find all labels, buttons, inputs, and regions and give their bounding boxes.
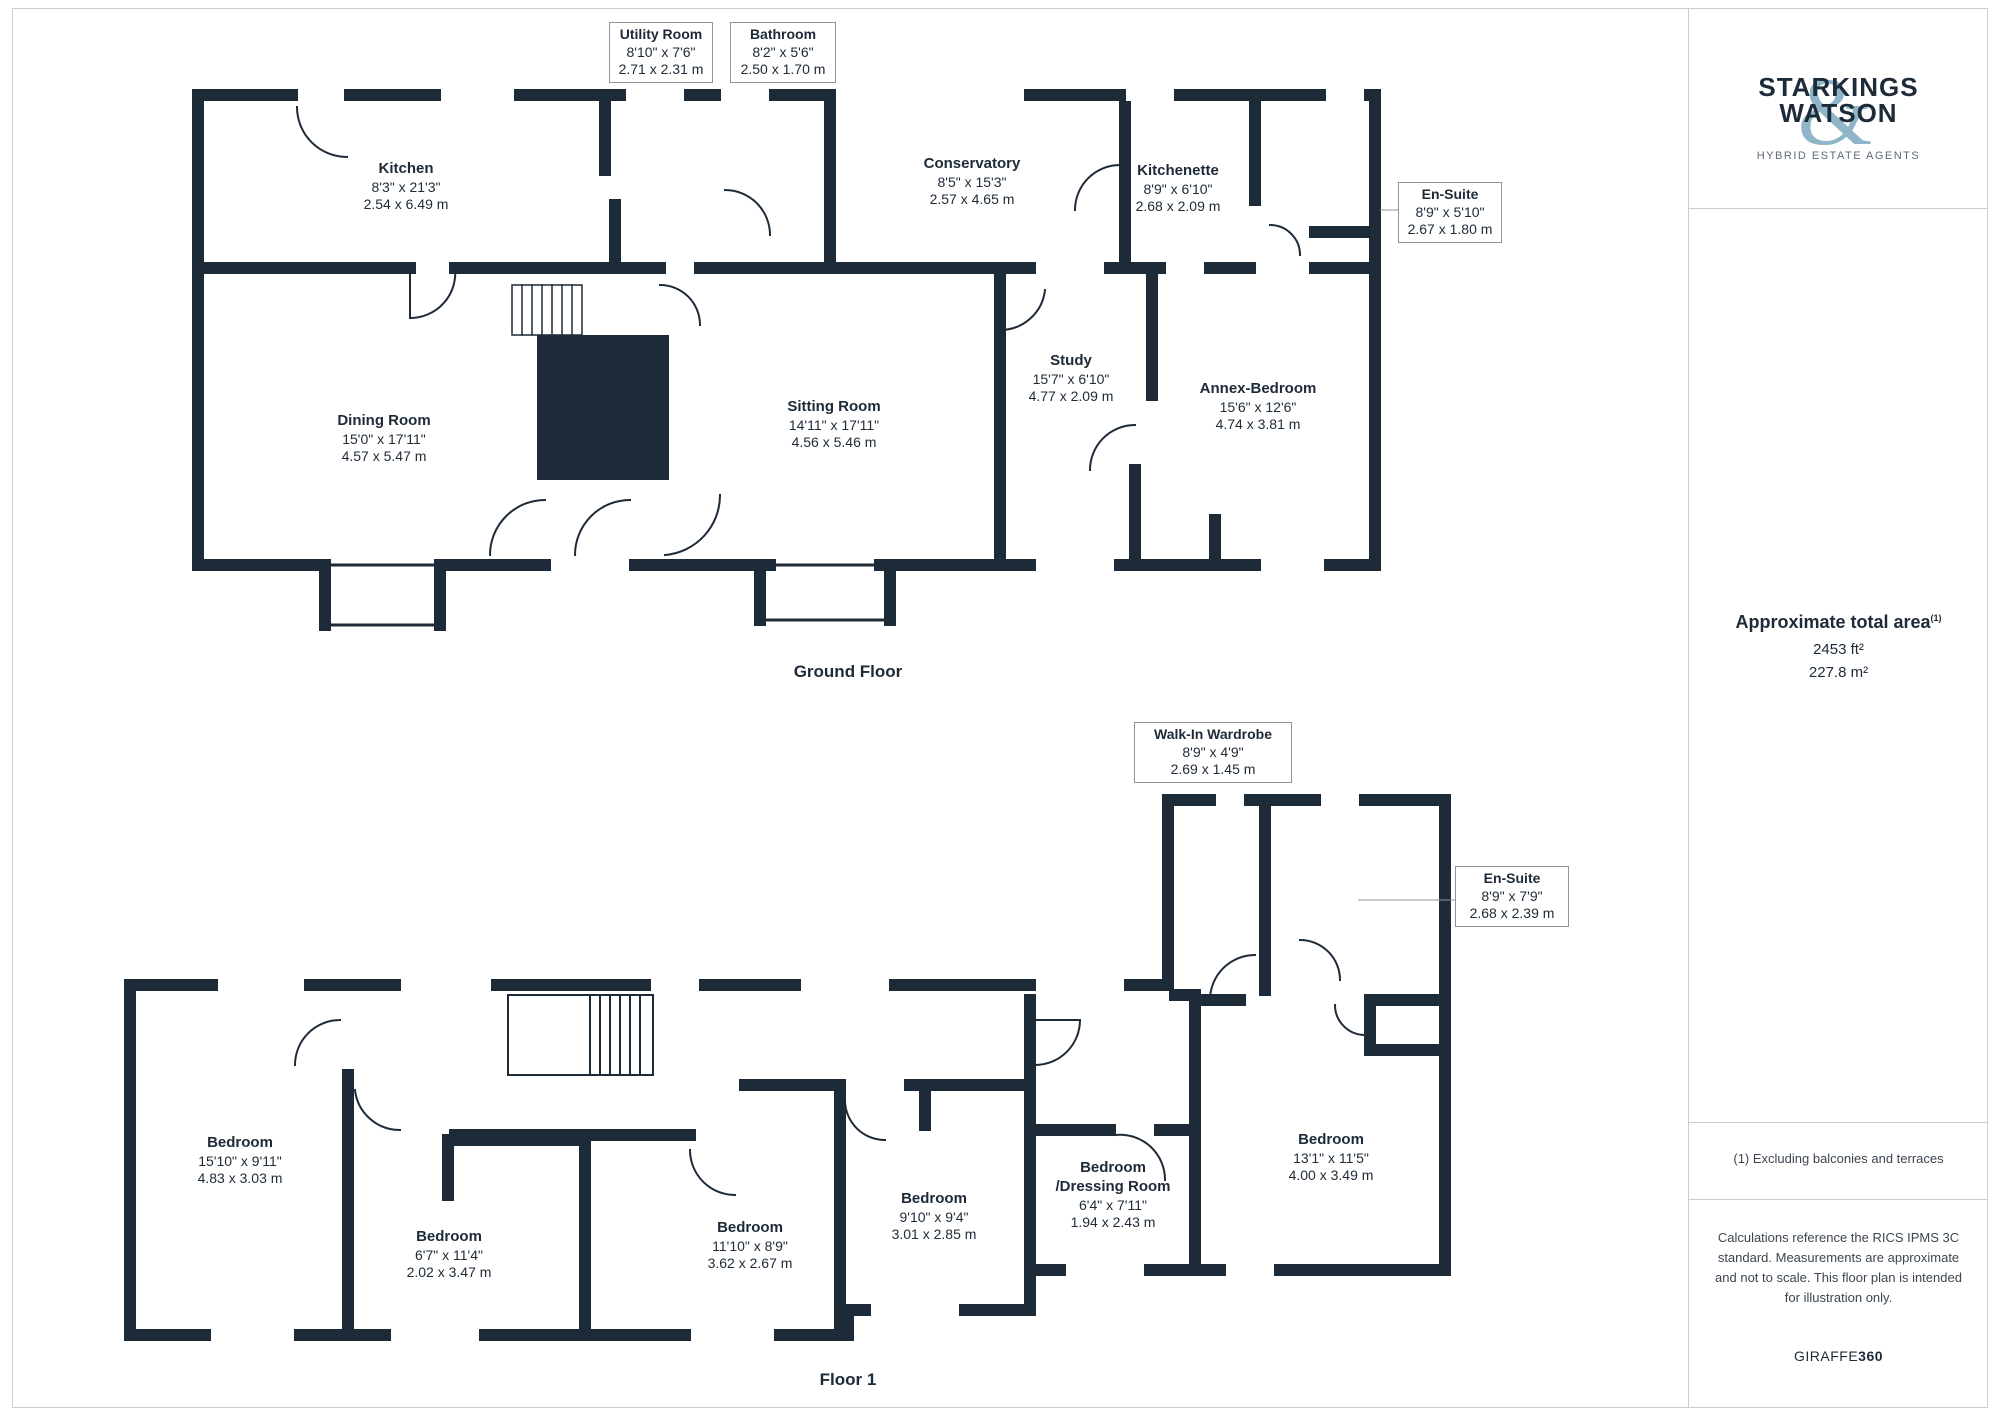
room-annex-bedroom: Annex-Bedroom 15'6" x 12'6" 4.74 x 3.81 … — [1200, 380, 1317, 434]
brand-tagline: HYBRID ESTATE AGENTS — [1756, 150, 1921, 162]
room-dim-metric: 2.69 x 1.45 m — [1170, 761, 1256, 777]
giraffe360-credit: GIRAFFE360 — [1689, 1348, 1988, 1364]
room-dim-metric: 4.00 x 3.49 m — [1288, 1167, 1374, 1184]
room-name: Conservatory — [923, 155, 1021, 172]
room-bedroom-3: Bedroom 11'10" x 8'9" 3.62 x 2.67 m — [708, 1219, 793, 1273]
room-conservatory: Conservatory 8'5" x 15'3" 2.57 x 4.65 m — [924, 155, 1021, 209]
room-dim-metric: 4.83 x 3.03 m — [197, 1170, 283, 1187]
disclaimer: Calculations reference the RICS IPMS 3C … — [1715, 1230, 1962, 1306]
brand-name-line2: WATSON — [1779, 98, 1898, 128]
room-dim-imperial: 8'5" x 15'3" — [937, 173, 1007, 190]
room-dim-metric: 2.71 x 2.31 m — [618, 61, 704, 77]
room-name: Utility Room — [619, 26, 703, 42]
room-dim-imperial: 8'3" x 21'3" — [371, 178, 441, 195]
room-sitting: Sitting Room 14'11" x 17'11" 4.56 x 5.46… — [787, 398, 880, 452]
room-dim-imperial: 9'10" x 9'4" — [899, 1208, 969, 1225]
area-title-note: (1) — [1930, 613, 1942, 623]
room-name: Bedroom — [416, 1228, 482, 1245]
room-dim-imperial: 15'0" x 17'11" — [342, 430, 426, 447]
room-name: Walk-In Wardrobe — [1154, 726, 1272, 742]
area-sqm: 227.8 m² — [1808, 664, 1869, 681]
room-dim-imperial: 6'4" x 7'11" — [1079, 1196, 1147, 1213]
room-dim-imperial: 11'10" x 8'9" — [712, 1237, 788, 1254]
room-dim-metric: 4.56 x 5.46 m — [791, 434, 877, 451]
room-dim-imperial: 8'9" x 4'9" — [1182, 743, 1244, 760]
room-dim-metric: 4.57 x 5.47 m — [341, 448, 427, 465]
room-dim-metric: 4.77 x 2.09 m — [1028, 388, 1114, 405]
room-bedroom-1: Bedroom 15'10" x 9'11" 4.83 x 3.03 m — [198, 1134, 283, 1188]
room-kitchenette: Kitchenette 8'9" x 6'10" 2.68 x 2.09 m — [1136, 162, 1221, 216]
room-dim-imperial: 8'10" x 7'6" — [626, 43, 696, 60]
room-dim-metric: 2.67 x 1.80 m — [1407, 221, 1493, 237]
sidebar-divider-top — [1689, 208, 1988, 209]
room-dim-metric: 2.02 x 3.47 m — [406, 1264, 492, 1281]
ground-floor-walls — [192, 89, 1381, 571]
callout-ensuite-first: En-Suite 8'9" x 7'9" 2.68 x 2.39 m — [1455, 866, 1569, 927]
room-dim-metric: 4.74 x 3.81 m — [1215, 416, 1301, 433]
brand-logo: & STARKINGS WATSON HYBRID ESTATE AGENTS — [1689, 52, 1988, 172]
room-kitchen: Kitchen 8'3" x 21'3" 2.54 x 6.49 m — [364, 160, 449, 214]
room-dim-metric: 2.50 x 1.70 m — [740, 61, 826, 77]
room-dim-metric: 2.68 x 2.39 m — [1469, 905, 1555, 921]
room-dim-imperial: 6'7" x 11'4" — [415, 1246, 483, 1263]
brand-name-line1: STARKINGS — [1758, 72, 1919, 102]
callout-utility-room: Utility Room 8'10" x 7'6" 2.71 x 2.31 m — [609, 22, 713, 83]
room-name: Kitchenette — [1137, 162, 1219, 179]
sidebar-divider-mid — [1689, 1122, 1988, 1123]
room-name: En-Suite — [1483, 870, 1541, 886]
credit-suffix: 360 — [1858, 1348, 1884, 1364]
area-sqft: 2453 ft² — [1813, 641, 1864, 658]
room-bedroom-2: Bedroom 6'7" x 11'4" 2.02 x 3.47 m — [407, 1228, 492, 1282]
room-dim-imperial: 15'7" x 6'10" — [1032, 370, 1110, 387]
room-dim-imperial: 15'10" x 9'11" — [198, 1152, 282, 1169]
room-dim-imperial: 8'9" x 7'9" — [1481, 887, 1543, 904]
first-floor-walls — [124, 794, 1451, 1341]
room-dim-imperial: 13'1" x 11'5" — [1293, 1149, 1369, 1166]
floor-title-first: Floor 1 — [819, 1370, 877, 1389]
room-bedroom-dressing: Bedroom /Dressing Room 6'4" x 7'11" 1.94… — [1055, 1159, 1170, 1232]
room-name: Dining Room — [337, 412, 431, 429]
room-bedroom-4: Bedroom 9'10" x 9'4" 3.01 x 2.85 m — [892, 1190, 977, 1244]
room-name: Kitchen — [378, 160, 434, 177]
room-bedroom-5: Bedroom 13'1" x 11'5" 4.00 x 3.49 m — [1289, 1131, 1374, 1185]
room-name: Bedroom — [207, 1134, 273, 1151]
room-name: Sitting Room — [787, 398, 881, 415]
area-title: Approximate total area — [1735, 612, 1931, 632]
sidebar-divider-bottom — [1689, 1199, 1988, 1200]
callout-bathroom: Bathroom 8'2" x 5'6" 2.50 x 1.70 m — [730, 22, 836, 83]
room-dim-imperial: 8'2" x 5'6" — [752, 43, 814, 60]
callout-ensuite-ground: En-Suite 8'9" x 5'10" 2.67 x 1.80 m — [1398, 182, 1502, 243]
room-dim-imperial: 15'6" x 12'6" — [1219, 398, 1297, 415]
room-name-line2: /Dressing Room — [1055, 1177, 1171, 1195]
callout-walk-in-wardrobe: Walk-In Wardrobe 8'9" x 4'9" 2.69 x 1.45… — [1134, 722, 1292, 783]
room-dim-metric: 3.62 x 2.67 m — [707, 1255, 793, 1272]
svg-text:&: & — [1798, 58, 1873, 165]
room-dim-imperial: 8'9" x 5'10" — [1415, 203, 1485, 220]
total-area: Approximate total area(1) 2453 ft² 227.8… — [1689, 612, 1988, 681]
room-study: Study 15'7" x 6'10" 4.77 x 2.09 m — [1029, 352, 1114, 406]
room-name: Bedroom — [901, 1190, 967, 1207]
room-name: Bedroom — [717, 1219, 783, 1236]
sidebar-divider — [1688, 8, 1689, 1408]
room-name: Bathroom — [749, 26, 817, 42]
room-dim-metric: 2.57 x 4.65 m — [929, 191, 1015, 208]
room-dining: Dining Room 15'0" x 17'11" 4.57 x 5.47 m — [337, 412, 430, 466]
room-dim-metric: 2.54 x 6.49 m — [363, 196, 449, 213]
floor-title-ground: Ground Floor — [793, 662, 903, 681]
ampersand-icon: & — [1798, 58, 1873, 165]
room-name-line1: Bedroom — [1080, 1159, 1146, 1176]
room-dim-metric: 1.94 x 2.43 m — [1070, 1214, 1156, 1230]
room-name: En-Suite — [1421, 186, 1479, 202]
credit-prefix: GIRAFFE — [1793, 1348, 1859, 1364]
room-dim-imperial: 14'11" x 17'11" — [788, 416, 880, 433]
footnote: (1) Excluding balconies and terraces — [1733, 1151, 1944, 1166]
plan-frame — [12, 8, 1988, 1408]
room-dim-metric: 3.01 x 2.85 m — [891, 1226, 977, 1243]
room-name: Study — [1050, 352, 1092, 369]
room-dim-metric: 2.68 x 2.09 m — [1135, 198, 1221, 215]
room-name: Bedroom — [1298, 1131, 1364, 1148]
room-dim-imperial: 8'9" x 6'10" — [1143, 180, 1213, 197]
room-name: Annex-Bedroom — [1199, 380, 1317, 397]
